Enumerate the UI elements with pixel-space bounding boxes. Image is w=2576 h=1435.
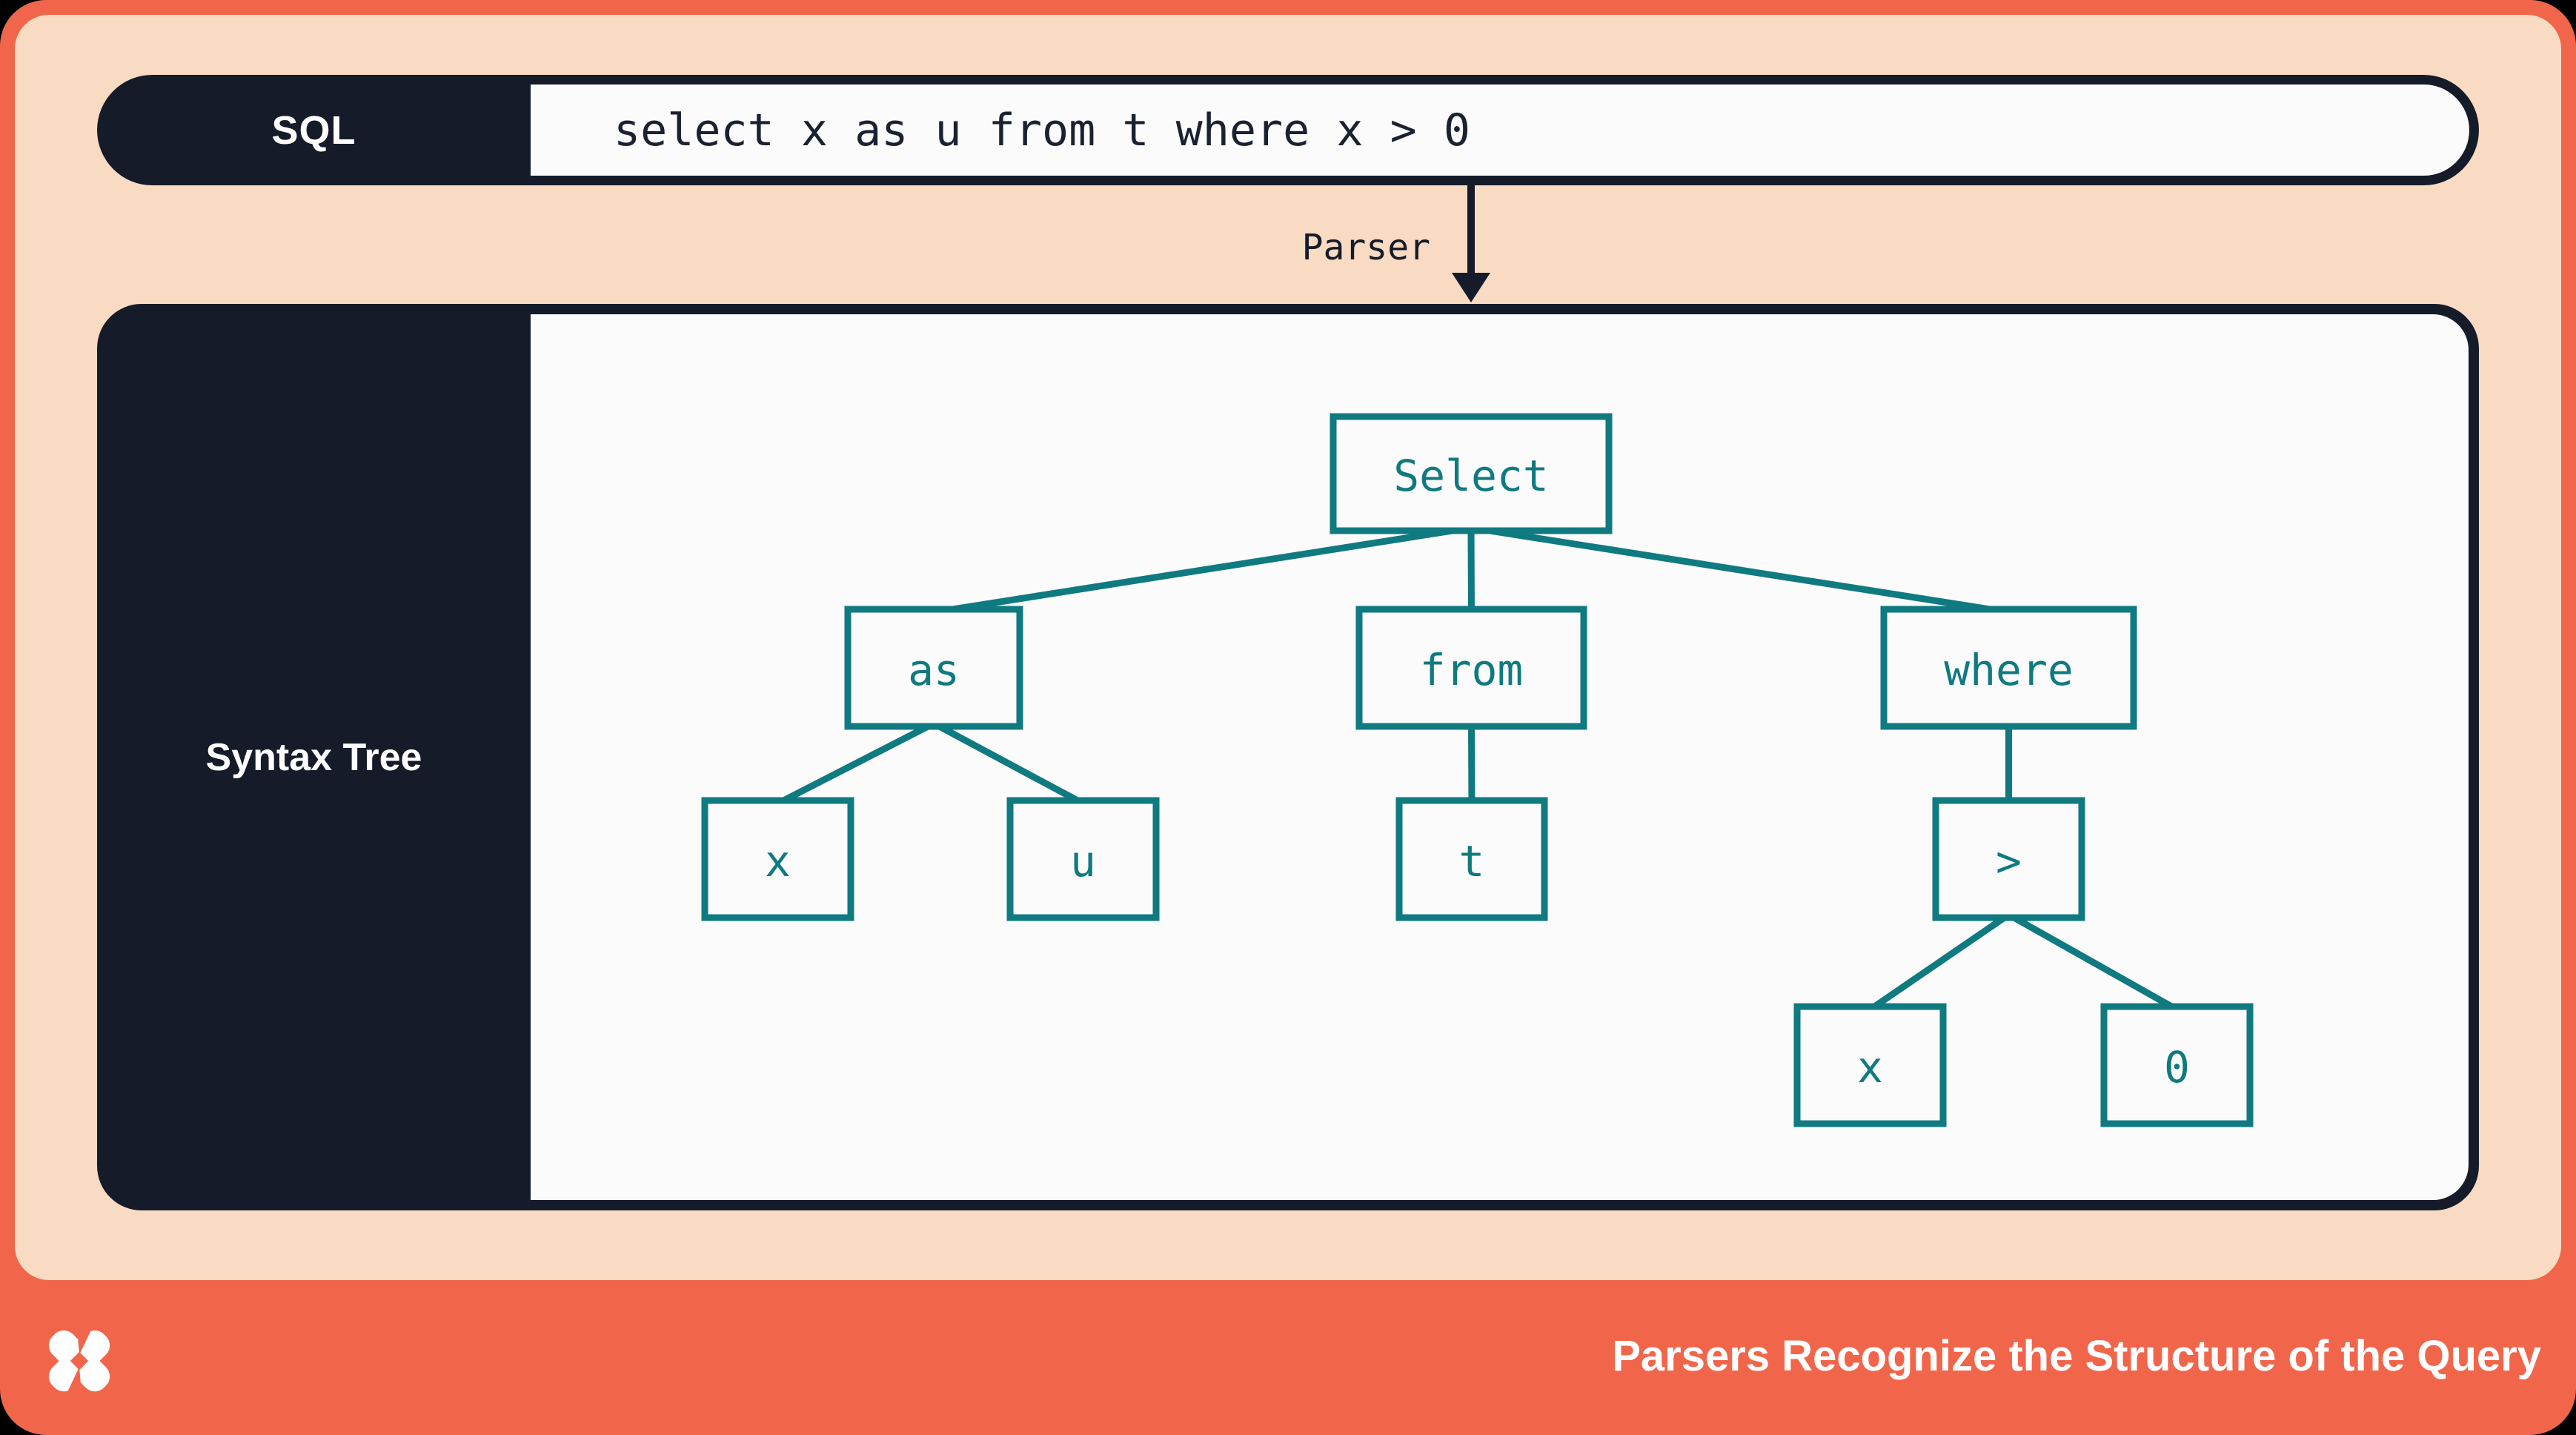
footer-bar: Parsers Recognize the Structure of the Q…: [0, 1280, 2576, 1435]
sql-bar: SQL select x as u from t where x > 0: [97, 75, 2479, 185]
sql-query-panel: select x as u from t where x > 0: [531, 84, 2469, 176]
syntax-tree-label-area: Syntax Tree: [97, 304, 531, 1210]
syntax-tree-card: Syntax Tree: [97, 304, 2479, 1210]
sql-label: SQL: [271, 107, 356, 153]
sql-query-text: select x as u from t where x > 0: [614, 104, 1470, 156]
syntax-tree-label: Syntax Tree: [205, 735, 422, 779]
sql-label-area: SQL: [97, 75, 531, 185]
syntax-tree-panel: [531, 314, 2469, 1200]
footer-title: Parsers Recognize the Structure of the Q…: [1612, 1331, 2541, 1380]
parser-label: Parser: [1301, 227, 1430, 268]
dolt-logo-icon: [42, 1322, 117, 1399]
